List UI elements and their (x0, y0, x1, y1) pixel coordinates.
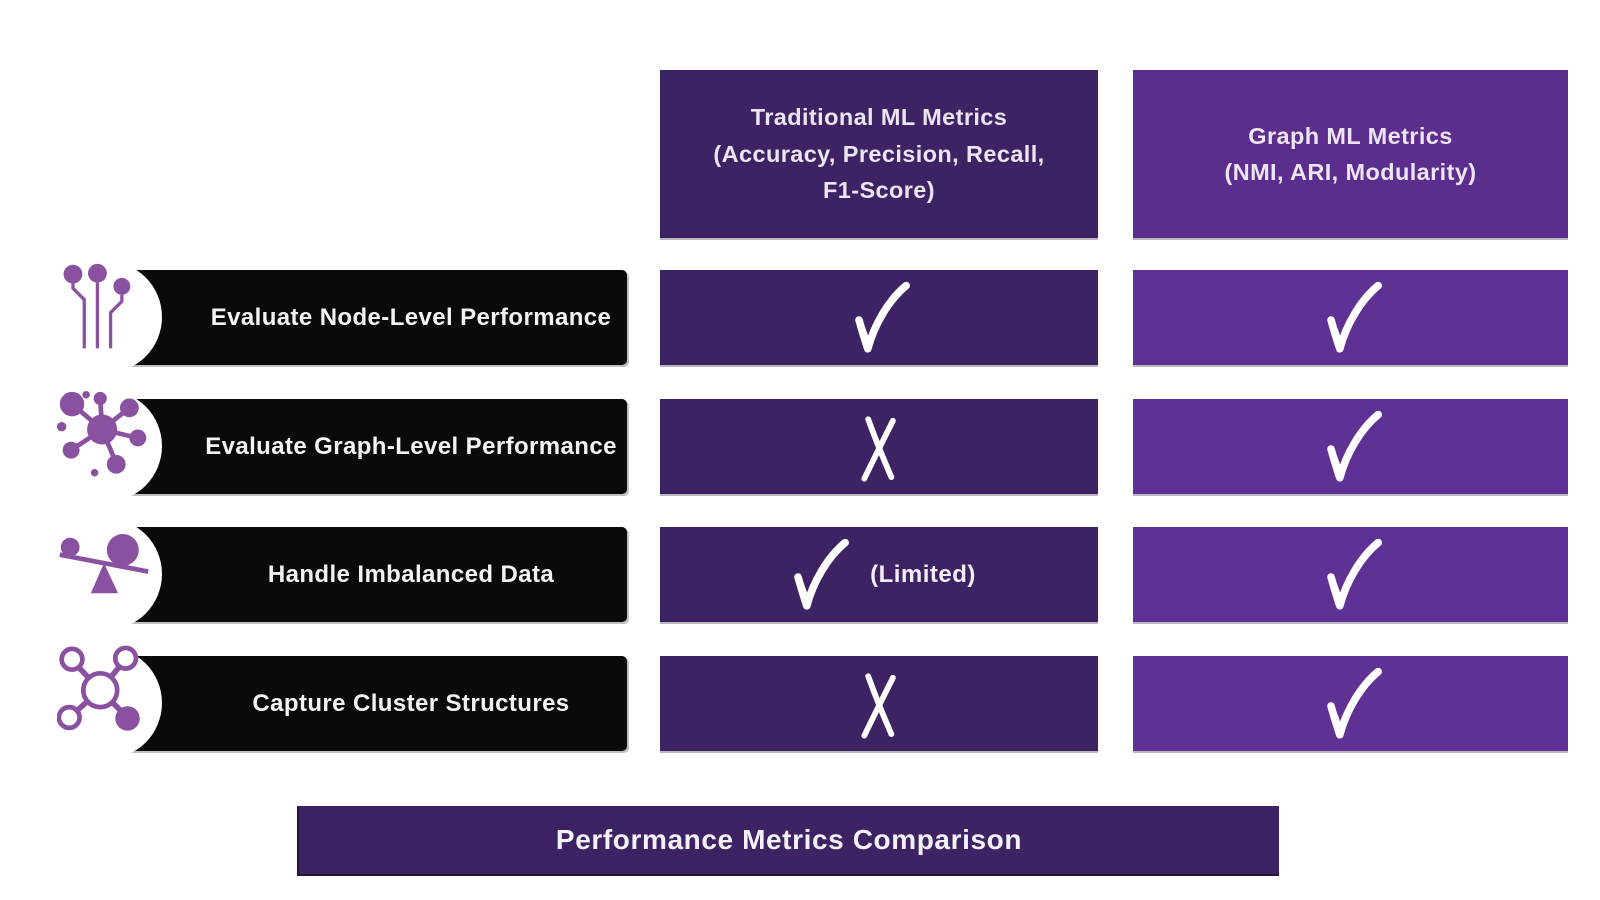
network-hub-icon (57, 390, 147, 477)
row-label-bar: Capture Cluster Structures (100, 656, 627, 751)
cell-traditional: (Limited) (660, 527, 1098, 622)
page-title: Performance Metrics Comparison (555, 824, 1023, 855)
check-icon (1326, 281, 1382, 353)
cell-traditional (660, 270, 1098, 365)
row-label: Evaluate Graph-Level Performance (205, 432, 617, 460)
footer-title-bar: Performance Metrics Comparison (297, 806, 1279, 876)
cluster-nodes-icon (57, 645, 140, 731)
node-pins-icon (63, 263, 131, 349)
row-label: Evaluate Node-Level Performance (210, 303, 612, 331)
cell-traditional (660, 399, 1098, 494)
table-row: Handle Imbalanced Data (Limited) (0, 518, 1600, 630)
row-label-bar: Evaluate Node-Level Performance (100, 270, 627, 365)
cell-traditional (660, 656, 1098, 751)
cell-note: (Limited) (870, 560, 976, 588)
cell-graph (1133, 656, 1568, 751)
column-header-graph: Graph ML Metrics (NMI, ARI, Modularity) (1133, 70, 1568, 238)
check-icon (1326, 667, 1382, 739)
row-label-bar: Handle Imbalanced Data (100, 527, 627, 622)
check-icon (1326, 538, 1382, 610)
cell-graph (1133, 270, 1568, 365)
table-row: Evaluate Graph-Level Performance (0, 390, 1600, 502)
cell-graph (1133, 399, 1568, 494)
check-icon (1326, 410, 1382, 482)
table-row: Capture Cluster Structures (0, 645, 1600, 759)
row-label-bar: Evaluate Graph-Level Performance (100, 399, 627, 494)
check-icon (855, 281, 910, 353)
balance-seesaw-icon (59, 533, 149, 594)
cross-icon (861, 415, 896, 482)
cell-graph (1133, 527, 1568, 622)
row-label: Capture Cluster Structures (252, 689, 570, 717)
cross-icon (861, 672, 896, 739)
table-row: Evaluate Node-Level Performance (0, 261, 1600, 373)
row-label: Handle Imbalanced Data (267, 560, 555, 588)
column-header-traditional: Traditional ML Metrics (Accuracy, Precis… (660, 70, 1098, 238)
check-icon (794, 538, 850, 610)
